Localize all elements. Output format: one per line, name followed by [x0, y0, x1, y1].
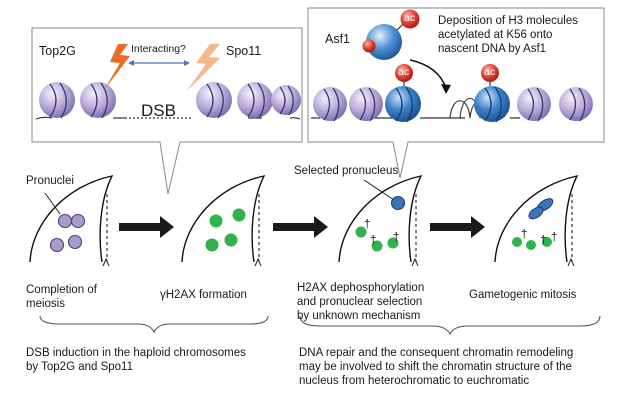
gh2ax-spot	[209, 214, 223, 228]
spo11-bolt-icon	[186, 44, 220, 92]
selected-pronucleus-label: Selected pronucleus	[294, 165, 399, 177]
brace-left	[39, 315, 269, 334]
gh2ax-spot	[512, 237, 522, 247]
cell-stage-selection	[338, 175, 423, 267]
stage-arrow-icon	[273, 216, 328, 238]
brace-right	[299, 315, 601, 336]
selected-pronucleus	[390, 195, 406, 211]
top2g-bolt-icon	[104, 44, 130, 90]
acetyl-mark-nucleosome-2: ac	[484, 66, 496, 78]
gh2ax-spot	[526, 240, 536, 250]
asf1-callout	[307, 7, 605, 179]
acetylated-nucleosome	[385, 64, 421, 123]
stage-label-meiosis: Completion of meiosis	[26, 284, 97, 310]
spo11-label: Spo11	[226, 44, 262, 58]
nucleosome	[80, 82, 116, 119]
acetyl-tag	[400, 9, 420, 29]
dsb-callout-frame	[31, 27, 303, 195]
stage-arrow-icon	[430, 216, 485, 238]
nucleosome	[196, 82, 232, 119]
nucleosome	[271, 85, 301, 116]
dsb-label: DSB	[141, 101, 176, 120]
stage-label-gh2ax: γH2AX formation	[160, 289, 247, 301]
pronucleus	[57, 213, 73, 229]
stage-label-selection: H2AX dephosphorylation and pronuclear se…	[297, 282, 425, 322]
double-headed-arrow-icon	[128, 60, 190, 66]
dagger-mark: †	[393, 232, 400, 244]
selected-leader-line	[363, 179, 395, 201]
dsb-callout	[31, 27, 303, 195]
cell-stage-meiosis	[29, 175, 114, 267]
dagger-mark: †	[540, 235, 547, 247]
nucleosome	[237, 82, 273, 119]
deposition-description: Deposition of H3 molecules acetylated at…	[438, 15, 578, 55]
asf1-chaperone	[362, 9, 420, 60]
nucleosome	[517, 87, 551, 122]
gh2ax-spot	[224, 233, 238, 247]
dividing-nucleus	[528, 206, 544, 220]
asf1-label: Asf1	[325, 32, 351, 46]
pronucleus	[67, 234, 83, 250]
stage-arrow-icon	[119, 216, 174, 238]
pronuclei-leader-line	[44, 192, 61, 215]
gh2ax-spot	[232, 208, 246, 222]
nucleosome	[349, 87, 383, 122]
acetylated-nucleosome	[474, 64, 510, 123]
nucleosome	[313, 87, 347, 122]
gh2ax-spot	[387, 237, 399, 249]
stage-label-mitosis: Gametogenic mitosis	[469, 289, 577, 301]
top2g-label: Top2G	[39, 44, 76, 58]
acetyl-mark-nucleosome-1: ac	[398, 66, 410, 78]
gh2ax-spot	[542, 237, 552, 247]
cell-stage-gh2ax	[181, 175, 266, 267]
nucleosome	[39, 82, 75, 119]
dagger-mark: †	[370, 235, 377, 247]
interaction-label: Interacting?	[131, 43, 186, 55]
dagger-mark: †	[364, 219, 371, 231]
cell-stage-mitosis	[494, 175, 579, 267]
pronucleus	[70, 213, 86, 229]
pronuclei-label: Pronuclei	[26, 175, 74, 187]
gh2ax-spot	[205, 238, 219, 252]
note-chromatin-remodeling: DNA repair and the consequent chromatin …	[299, 347, 574, 387]
dagger-mark: †	[521, 229, 528, 241]
gh2ax-spot	[355, 226, 367, 238]
acetyl-mark-asf1: ac	[404, 12, 416, 24]
dagger-mark: †	[551, 232, 558, 244]
note-dsb-induction: DSB induction in the haploid chromosomes…	[26, 347, 246, 373]
pronucleus	[49, 237, 65, 253]
gh2ax-spot	[371, 240, 383, 252]
nucleosome	[559, 87, 593, 122]
